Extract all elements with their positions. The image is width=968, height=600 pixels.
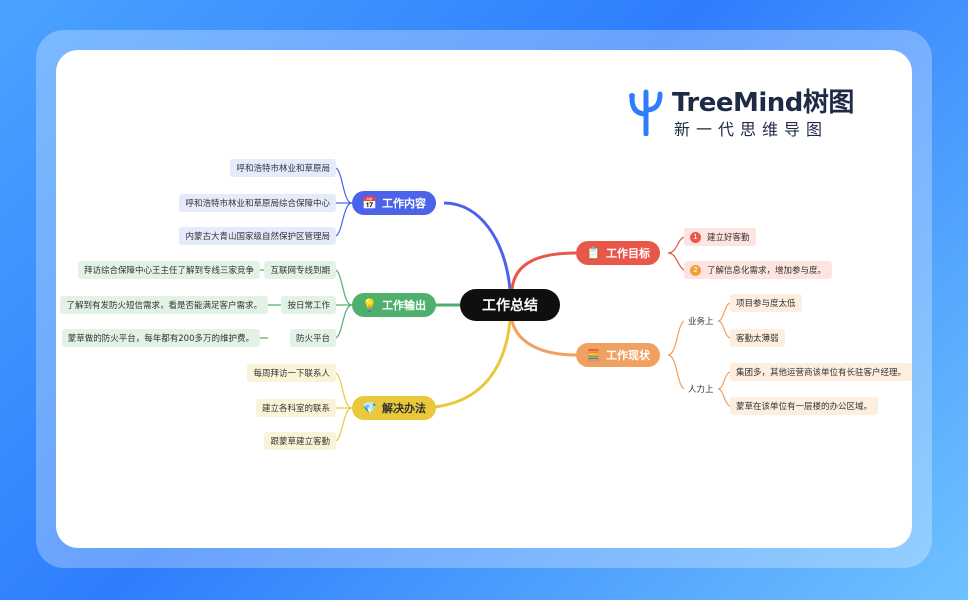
diamond-icon: 💎 (362, 401, 377, 415)
leaf-node[interactable]: 每周拜访一下联系人 (247, 364, 336, 382)
connector-status-items (717, 302, 731, 407)
brand-logo: TreeMind树图 新一代思维导图 (626, 82, 876, 139)
leaf-node[interactable]: 呼和浩特市林业和草原局 (230, 159, 336, 177)
leaf-node[interactable]: 建立各科室的联系 (255, 399, 336, 417)
detail-node[interactable]: 蒙草做的防火平台，每年都有200多万的维护费。 (61, 329, 260, 347)
connector-output-groups (335, 269, 353, 339)
group-node[interactable]: 业务上 (688, 317, 714, 327)
connector-content (443, 201, 512, 290)
branch-node-solution[interactable]: 💎 解决办法 (352, 396, 436, 420)
brand-tagline: 新一代思维导图 (674, 120, 829, 139)
group-node[interactable]: 人力上 (688, 385, 714, 395)
leaf-node[interactable]: 跟蒙草建立客勤 (264, 432, 336, 450)
connector-content-leaves (335, 167, 353, 237)
leaf-text: 了解信息化需求，增加参与度。 (707, 266, 827, 276)
number-badge: 1 (690, 231, 701, 243)
connector-status-groups (667, 320, 685, 390)
group-node[interactable]: 互联网专线到期 (264, 261, 336, 279)
connector-status (510, 320, 577, 357)
leaf-node[interactable]: 2 了解信息化需求，增加参与度。 (684, 261, 833, 279)
connector-solution-leaves (335, 372, 353, 442)
connector-goal-leaves (667, 236, 685, 271)
calculator-icon: 🧮 (586, 348, 601, 362)
group-node[interactable]: 按日常工作 (281, 296, 336, 314)
leaf-node[interactable]: 客勤太薄弱 (730, 329, 785, 347)
branch-node-goal[interactable]: 📋 工作目标 (576, 241, 660, 265)
branch-label: 工作现状 (605, 349, 650, 362)
leaf-node[interactable]: 呼和浩特市林业和草原局综合保障中心 (179, 194, 336, 212)
lightbulb-icon: 💡 (362, 298, 377, 312)
number-badge: 2 (690, 264, 701, 276)
branch-node-status[interactable]: 🧮 工作现状 (576, 343, 660, 367)
detail-node[interactable]: 拜访综合保障中心王主任了解到专线三家竞争 (77, 261, 260, 279)
connector-goal (510, 251, 577, 290)
calendar-icon: 📅 (362, 196, 377, 210)
group-node[interactable]: 防火平台 (289, 329, 336, 347)
branch-label: 工作输出 (381, 299, 426, 312)
branch-label: 工作内容 (381, 197, 426, 210)
tree-icon (629, 89, 663, 136)
detail-node[interactable]: 了解到有发防火短信需求，看是否能满足客户需求。 (60, 296, 268, 314)
clipboard-icon: 📋 (586, 246, 601, 260)
leaf-node[interactable]: 项目参与度太低 (730, 294, 802, 312)
root-node[interactable]: 工作总结 (460, 289, 560, 321)
branch-node-content[interactable]: 📅 工作内容 (352, 191, 436, 215)
branch-node-output[interactable]: 💡 工作输出 (352, 293, 436, 317)
leaf-node[interactable]: 蒙草在该单位有一层楼的办公区域。 (730, 397, 879, 415)
connector-solution (417, 320, 512, 410)
leaf-text: 建立好客勤 (707, 233, 750, 243)
brand-name: TreeMind树图 (672, 88, 854, 118)
branch-label: 解决办法 (381, 402, 426, 415)
leaf-node[interactable]: 内蒙古大青山国家级自然保护区管理局 (179, 227, 336, 245)
leaf-node[interactable]: 集团多，其他运营商该单位有长驻客户经理。 (730, 363, 913, 381)
leaf-node[interactable]: 1 建立好客勤 (684, 228, 756, 246)
branch-label: 工作目标 (605, 247, 650, 260)
